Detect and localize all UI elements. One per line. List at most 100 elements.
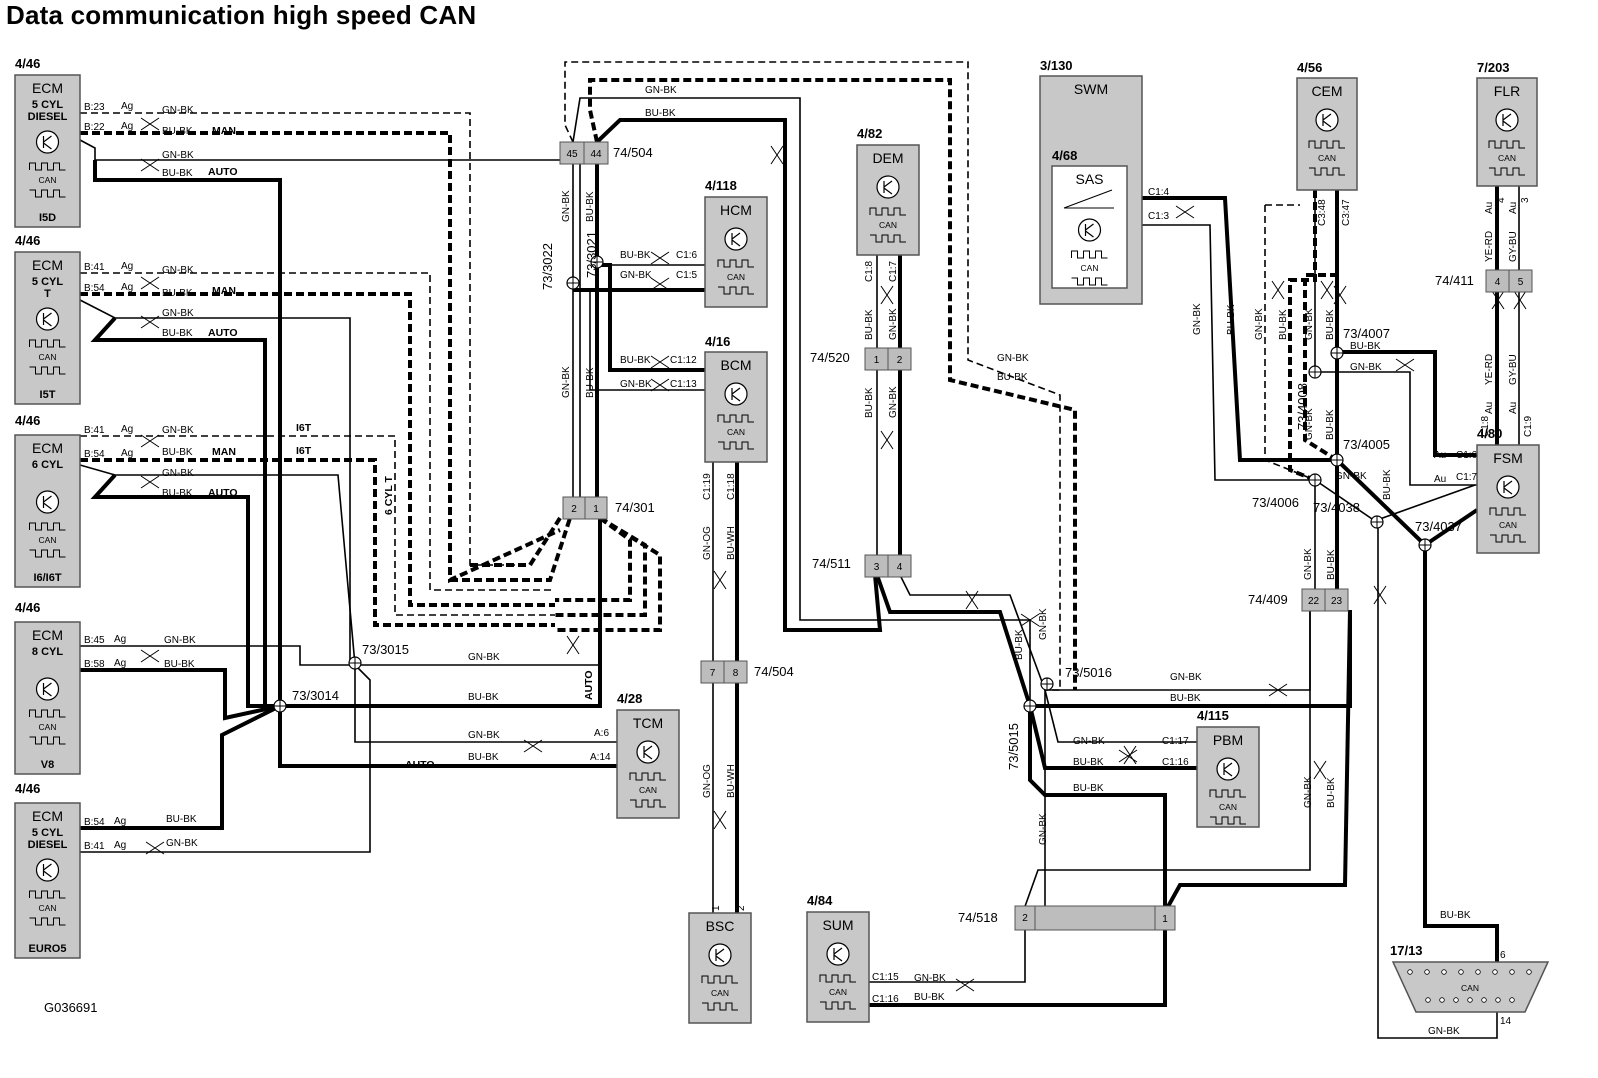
wire-color: BU-BK [1073, 783, 1104, 794]
module-name: ECM [32, 257, 63, 273]
signal-low-icon [1490, 534, 1526, 543]
wire-code: Ag [114, 840, 126, 851]
wire [555, 516, 632, 602]
wire-color: BU-WH [726, 764, 737, 798]
transceiver-icon [1315, 108, 1339, 132]
signal-low-icon [29, 366, 66, 375]
wire [80, 668, 281, 721]
connector-label: 74/504 [754, 664, 794, 679]
twist-mark [955, 978, 975, 992]
dlc-connector-shape [1391, 961, 1550, 1013]
wire-code: Au [1484, 202, 1495, 214]
signal-high-icon [819, 974, 856, 983]
wire [1022, 610, 1311, 913]
dlc-pin-label: 14 [1500, 1016, 1512, 1027]
can-label: CAN [39, 175, 57, 185]
can-label: CAN [727, 427, 745, 437]
wire-color: GN-BK [162, 468, 194, 479]
signal-low-icon [870, 234, 906, 243]
module-name: TCM [633, 715, 663, 731]
connector-pin: 7 [710, 668, 716, 679]
wire [1376, 484, 1476, 521]
wire-color: BU-BK [1278, 309, 1289, 340]
wire-color: BU-BK [166, 814, 197, 825]
wire-code: Ag [121, 448, 133, 459]
module-ref: 4/56 [1297, 60, 1322, 75]
wire-color: GN-BK [1304, 408, 1315, 440]
connector-pin: 22 [1308, 596, 1320, 607]
module-variant-footer: EURO5 [29, 943, 67, 955]
splice-1: 73/3021 [584, 231, 604, 278]
wire [278, 706, 617, 768]
wire-color: BU-BK [162, 168, 193, 179]
module-ref: 4/46 [15, 413, 40, 428]
wire [354, 665, 617, 743]
wire-color: GN-OG [702, 526, 713, 560]
signal-high-icon [701, 975, 738, 984]
wire [1264, 205, 1316, 481]
pin-label: C1:15 [872, 972, 899, 983]
pin-label: C1:6 [676, 250, 698, 261]
dlc-label: CAN [1461, 983, 1479, 993]
wire-code: Ag [121, 424, 133, 435]
transceiver-icon [35, 130, 60, 154]
wire-note: MAN [212, 446, 236, 458]
can-label: CAN [1318, 153, 1336, 163]
wire [555, 516, 662, 632]
twist-mark [880, 430, 894, 450]
wire-color: GN-BK [162, 105, 194, 116]
pin-label: 4 [1496, 197, 1507, 203]
dlc-pin [1475, 969, 1481, 975]
wire [1044, 689, 1197, 743]
wire-color: BU-BK [585, 367, 596, 398]
transceiver-icon [724, 227, 748, 251]
pin-label: B:58 [84, 659, 105, 670]
splice-label: 73/4037 [1415, 519, 1462, 534]
wire [875, 574, 1032, 707]
dlc-pin [1458, 969, 1464, 975]
twist-mark [1491, 290, 1505, 310]
can-label: CAN [879, 220, 897, 230]
wire-color: GN-BK [162, 308, 194, 319]
pin-label: A:6 [594, 728, 609, 739]
module-name: ECM [32, 808, 63, 824]
signal-high-icon [29, 522, 66, 531]
twist-mark [140, 475, 160, 489]
splice-label: 73/5016 [1065, 665, 1112, 680]
connector-pin: 44 [590, 149, 602, 160]
connector-pin-cell [887, 554, 912, 578]
transceiver-icon [35, 677, 60, 701]
wire [588, 78, 1077, 690]
pin-label: C1:17 [1162, 736, 1189, 747]
twist-mark [1333, 285, 1347, 305]
wire [1314, 479, 1498, 1039]
wire [1030, 610, 1352, 708]
module-ref: 4/28 [617, 691, 642, 706]
module-box [14, 74, 81, 228]
wire [1335, 458, 1499, 962]
connector-pin: 4 [1495, 277, 1501, 288]
wire-color: GN-BK [164, 635, 196, 646]
signal-low-icon [718, 441, 754, 450]
module-name: FSM [1493, 450, 1523, 466]
connector-label: 74/511 [812, 556, 851, 571]
module-variant: T [44, 288, 51, 300]
pin-label: C1:3 [1148, 211, 1170, 222]
wire-color: GN-BK [468, 652, 500, 663]
can-label: CAN [1081, 263, 1099, 273]
signal-low-icon [1071, 277, 1108, 286]
signal-low-icon [29, 549, 66, 558]
wire [80, 131, 561, 584]
wire-color: GN-BK [1303, 548, 1314, 580]
transceiver-icon [708, 943, 732, 967]
wire-color: BU-BK [997, 372, 1028, 383]
wire-color: BU-BK [164, 659, 195, 670]
transceiver-icon [1216, 757, 1240, 781]
wire-color: GN-BK [645, 85, 677, 96]
wire-color: BU-BK [1325, 409, 1336, 440]
dlc-pin [1407, 969, 1413, 975]
twist-mark [1020, 613, 1040, 627]
